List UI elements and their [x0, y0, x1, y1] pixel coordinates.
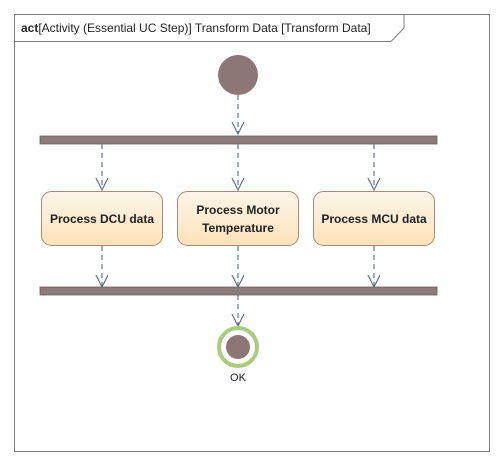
action-process-motor-temperature[interactable]: Process Motor Temperature	[177, 191, 299, 246]
final-node-label: OK	[230, 372, 247, 384]
edge-fork-to-action-dcu[interactable]	[95, 144, 109, 192]
join-bar[interactable]	[39, 286, 438, 296]
action-label: Process MCU data	[321, 212, 427, 226]
frame-title-tab	[14, 14, 405, 42]
initial-node-icon[interactable]	[218, 55, 258, 95]
action-process-mcu-data[interactable]: Process MCU data	[313, 191, 435, 246]
edge-fork-to-action-mcu[interactable]	[367, 144, 381, 192]
edge-initial-to-fork[interactable]	[231, 95, 245, 136]
frame-keyword: act	[21, 21, 38, 35]
fork-bar[interactable]	[39, 135, 438, 145]
activity-final-node-icon[interactable]	[217, 326, 259, 368]
action-label: Process DCU data	[50, 212, 154, 226]
frame-title: act[Activity (Essential UC Step)] Transf…	[21, 21, 371, 35]
frame-title-text: [Activity (Essential UC Step)] Transform…	[38, 21, 370, 35]
action-process-dcu-data[interactable]: Process DCU data	[41, 191, 163, 246]
edge-fork-to-action-motor[interactable]	[231, 144, 245, 192]
action-label-line-1: Process Motor	[196, 203, 280, 217]
action-label-line-2: Temperature	[202, 221, 274, 235]
